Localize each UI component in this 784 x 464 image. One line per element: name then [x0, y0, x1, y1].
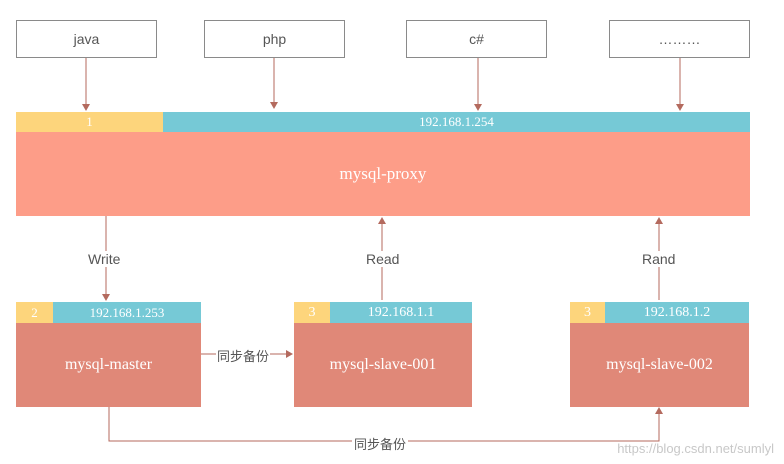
- master-ip-bar: 192.168.1.253: [53, 302, 201, 323]
- proxy-index-badge: 1: [16, 112, 163, 132]
- slave-001-ip-bar: 192.168.1.1: [330, 302, 472, 323]
- rand-label: Rand: [640, 251, 678, 267]
- slave-001-name: mysql-slave-001: [329, 356, 437, 373]
- proxy-name: mysql-proxy: [339, 164, 427, 183]
- client-php: php: [204, 20, 345, 58]
- master-index: 2: [31, 304, 38, 320]
- master-name: mysql-master: [64, 356, 153, 373]
- proxy-index: 1: [86, 114, 93, 129]
- write-label: Write: [86, 251, 123, 267]
- proxy-box: mysql-proxy: [16, 132, 750, 216]
- slave-001-box: mysql-slave-001: [294, 323, 472, 407]
- slave-002-name: mysql-slave-002: [606, 356, 713, 373]
- read-label: Read: [364, 251, 402, 267]
- client-java: java: [16, 20, 157, 58]
- client-more-label: ………: [658, 31, 701, 47]
- proxy-ip: 192.168.1.254: [419, 114, 494, 129]
- master-index-badge: 2: [16, 302, 53, 323]
- client-java-label: java: [73, 31, 100, 47]
- client-csharp-label: c#: [469, 31, 484, 47]
- slave-001-index-badge: 3: [294, 302, 330, 323]
- sync-slave-002-label: 同步备份: [352, 434, 409, 453]
- slave-002-index-badge: 3: [570, 302, 605, 323]
- slave-001-index: 3: [308, 304, 316, 320]
- master-box: mysql-master: [16, 323, 201, 407]
- client-php-label: php: [262, 31, 287, 47]
- slave-002-ip: 192.168.1.2: [643, 304, 711, 320]
- proxy-ip-bar: 192.168.1.254: [163, 112, 750, 132]
- slave-002-ip-bar: 192.168.1.2: [605, 302, 749, 323]
- master-ip: 192.168.1.253: [89, 304, 165, 320]
- watermark-text: https://blog.csdn.net/sumlyl: [617, 441, 774, 456]
- slave-001-ip: 192.168.1.1: [367, 304, 435, 320]
- sync-slave-001-label: 同步备份: [216, 346, 271, 365]
- client-more: ………: [609, 20, 750, 58]
- slave-002-index: 3: [584, 304, 591, 320]
- slave-002-box: mysql-slave-002: [570, 323, 749, 407]
- client-csharp: c#: [406, 20, 547, 58]
